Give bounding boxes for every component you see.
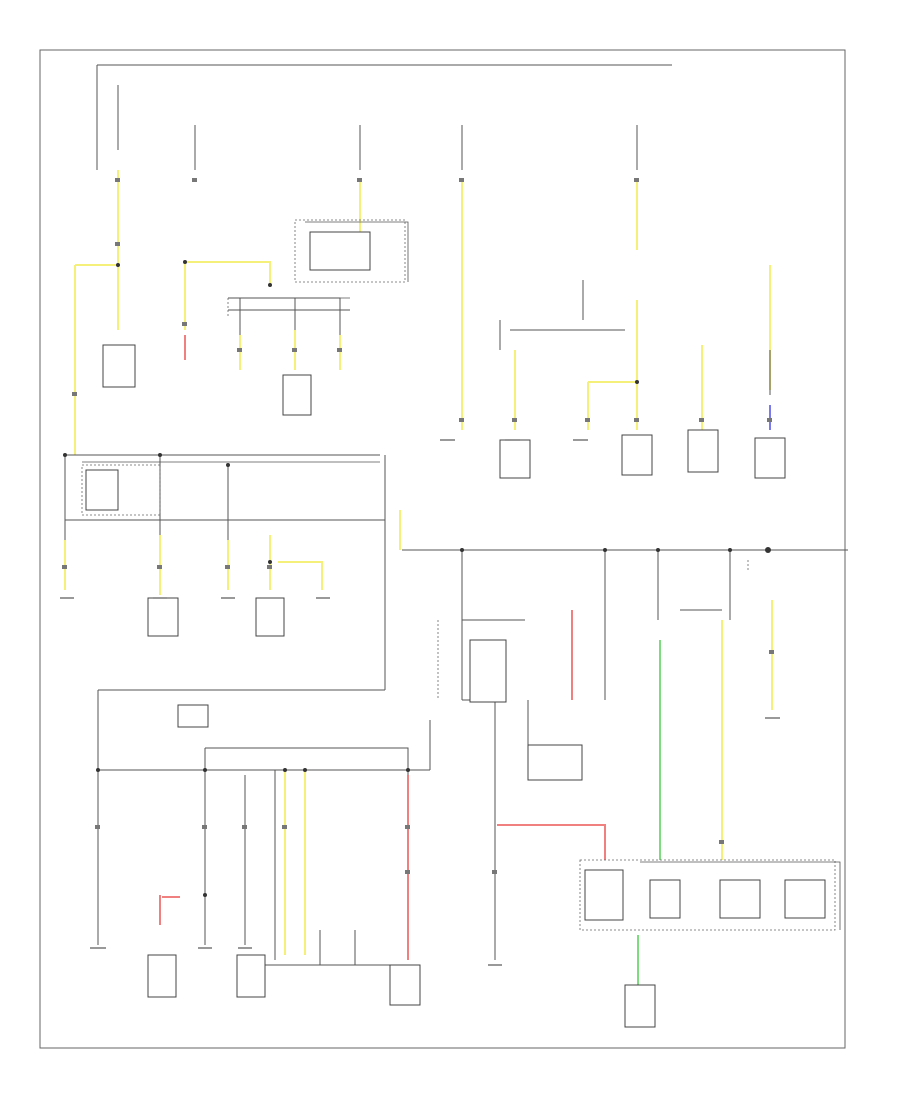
splices: [63, 260, 771, 897]
component-box: [719, 879, 761, 919]
component-box: [624, 984, 656, 1028]
component-box: [147, 954, 177, 998]
colored-wires: [64, 170, 773, 985]
connector-pins: [62, 178, 774, 874]
component-box: [527, 744, 583, 781]
component-box: [649, 879, 681, 919]
component-box: [584, 869, 624, 921]
dashed-leaders: [81, 219, 836, 931]
wire-yellow: [185, 261, 271, 285]
component-box: [687, 429, 719, 473]
fuse-box-groups: [82, 221, 841, 930]
component-box: [177, 704, 209, 728]
component-box: [282, 374, 312, 416]
component-box: [147, 597, 179, 637]
component-box: [309, 231, 371, 271]
component-box: [85, 469, 119, 511]
component-box: [102, 344, 136, 388]
component-box: [754, 437, 786, 479]
component-box: [621, 434, 653, 476]
component-box: [255, 597, 285, 637]
diagram-frame: [39, 49, 846, 1049]
component-box: [499, 439, 531, 479]
component-box: [389, 964, 421, 1006]
top-bus: [96, 64, 672, 170]
component-box: [469, 639, 507, 703]
terminals: [60, 439, 780, 966]
component-box: [236, 954, 266, 998]
wire-yellow: [278, 561, 323, 590]
wire-red: [497, 824, 606, 860]
components: [85, 231, 826, 1028]
component-box: [784, 879, 826, 919]
